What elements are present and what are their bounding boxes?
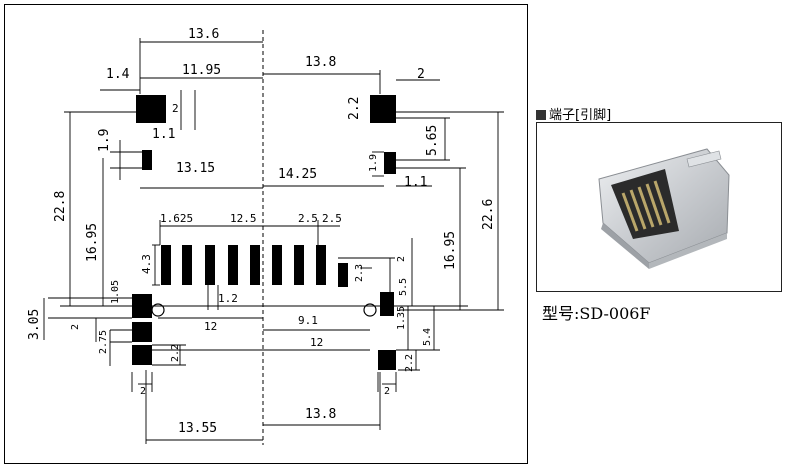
pin-4 (228, 245, 238, 285)
dim-22-8: 22.8 (53, 191, 68, 222)
dim-1-9-left: 1.9 (97, 129, 112, 152)
dim-13-8-bottom: 13.8 (305, 407, 336, 422)
dim-1-1-top: 1.1 (152, 127, 175, 142)
dim-14-25: 14.25 (278, 167, 317, 182)
dim-9-1: 9.1 (298, 314, 318, 327)
dim-13-55: 13.55 (178, 421, 217, 436)
drawing-frame (4, 4, 528, 464)
dim-5-65: 5.65 (425, 125, 440, 156)
pad-left-3 (132, 345, 152, 365)
pin-6 (272, 245, 282, 285)
dim-1-4: 1.4 (106, 67, 130, 82)
square-bullet-icon (536, 110, 546, 120)
dim-5-5: 5.5 (398, 278, 409, 296)
pin-8 (316, 245, 326, 285)
pad-small-left (142, 150, 152, 170)
pin-1 (161, 245, 171, 285)
dim-1-1-right: 1.1 (404, 175, 427, 190)
dim-13-8-top: 13.8 (305, 55, 336, 70)
dim-22-6: 22.6 (481, 199, 496, 230)
dim-2-left-b: 2 (140, 386, 146, 397)
pad-right-1 (380, 292, 394, 316)
mount-hole-left (151, 303, 165, 317)
pin-heading: 端子[引脚] (536, 104, 611, 123)
pad-small-right (384, 152, 396, 174)
mount-hole-right (363, 303, 377, 317)
pad-top-left (136, 95, 166, 123)
pin-3 (205, 245, 215, 285)
dim-2-75: 2.75 (98, 330, 109, 354)
pin-heading-text: 端子[引脚] (549, 108, 612, 123)
model-label: 型号:SD-006F (542, 304, 651, 323)
dim-12-bottom: 12 (310, 336, 323, 349)
dim-16-95-right: 16.95 (443, 231, 458, 270)
dim-13-6: 13.6 (188, 27, 219, 42)
dim-12-inner: 12 (204, 320, 217, 333)
dim-2-5-b: 2.5 (322, 212, 342, 225)
dim-1-625: 1.625 (160, 212, 193, 225)
dim-11-95: 11.95 (182, 63, 221, 78)
dim-1-35: 1.35 (396, 306, 407, 330)
product-photo (536, 122, 782, 292)
dim-1-2: 1.2 (218, 292, 238, 305)
dim-2-small: 2 (396, 256, 407, 262)
dim-2-left-a: 2 (70, 324, 81, 330)
pin-9 (338, 263, 348, 287)
pad-left-2 (132, 322, 152, 342)
pin-2 (182, 245, 192, 285)
dim-13-15: 13.15 (176, 161, 215, 176)
dim-4-3: 4.3 (140, 254, 153, 274)
pin-5 (250, 245, 260, 285)
dim-1-9-right: 1.9 (368, 154, 379, 172)
dim-2-3: 2.3 (354, 264, 365, 282)
dim-3-05: 3.05 (27, 309, 42, 340)
pin-7 (294, 245, 304, 285)
dim-2-top-right: 2 (417, 67, 425, 82)
dim-16-95-left: 16.95 (85, 223, 100, 262)
dim-2-5-a: 2.5 (298, 212, 318, 225)
dim-12-5: 12.5 (230, 212, 257, 225)
dim-2-2-left: 2.2 (170, 344, 181, 362)
pad-top-right (370, 95, 396, 123)
dim-5-4: 5.4 (422, 328, 433, 346)
pad-right-2 (378, 350, 396, 370)
sd-card-connector-illustration (598, 148, 730, 269)
dim-2-2-right: 2.2 (404, 354, 415, 372)
dim-2-top-left: 2 (172, 102, 179, 115)
dim-2-2-top: 2.2 (347, 97, 362, 120)
dim-2-right-b: 2 (384, 386, 390, 397)
dim-1-05: 1.05 (110, 280, 121, 304)
